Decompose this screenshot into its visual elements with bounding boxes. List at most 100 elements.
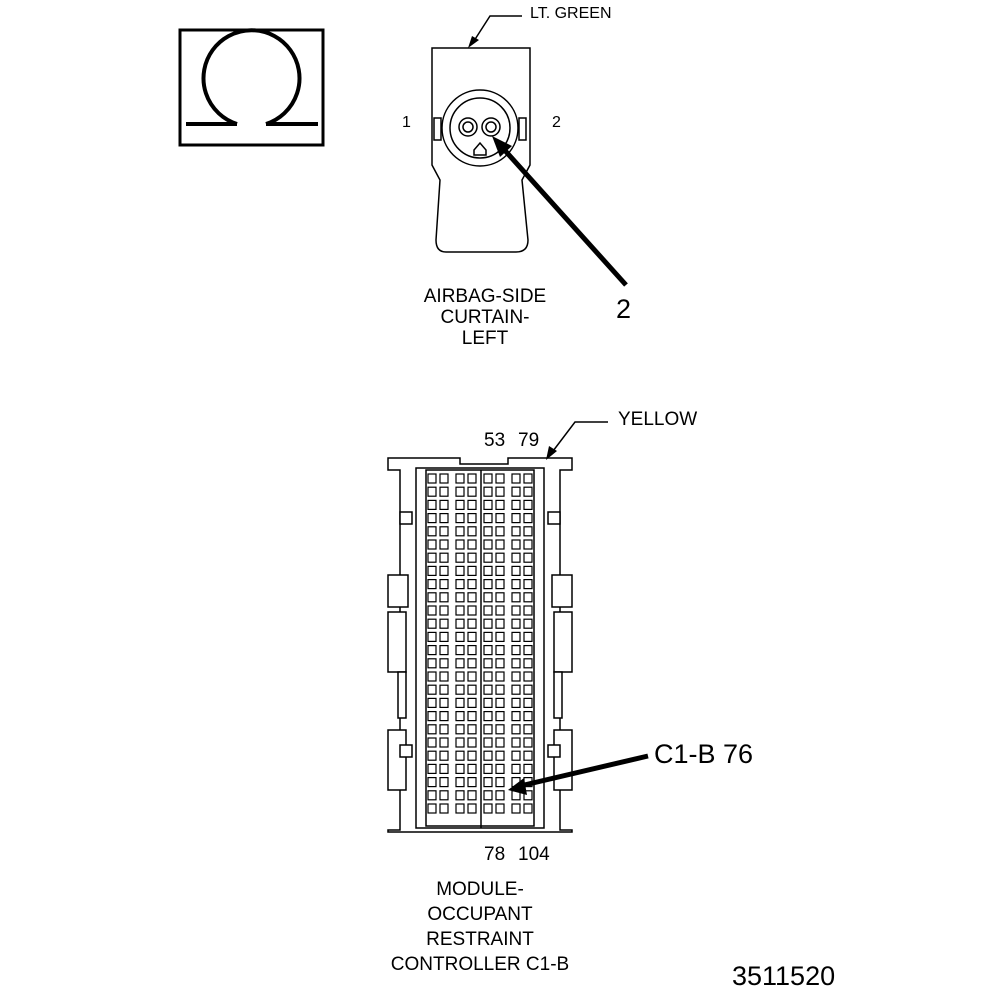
terminal-cavity — [523, 644, 533, 656]
terminal-cavity — [427, 565, 437, 577]
terminal-cavity — [483, 776, 493, 788]
terminal-cavity — [511, 512, 521, 524]
terminal-cavity — [455, 539, 465, 550]
terminal-cavity — [439, 618, 449, 629]
terminal-cavity — [455, 512, 465, 524]
terminal-cavity — [427, 512, 437, 524]
terminal-cavity — [467, 803, 477, 814]
terminal-cavity — [483, 803, 493, 814]
terminal-cavity — [523, 473, 533, 484]
terminal-cavity — [523, 697, 533, 709]
terminal-cavity — [427, 684, 437, 695]
terminal-cavity — [467, 578, 477, 590]
terminal-cavity — [523, 763, 533, 775]
terminal-cavity — [455, 776, 465, 788]
module-bottom-pin-b-label: 104 — [518, 844, 550, 865]
module-wire-color-label: YELLOW — [618, 409, 698, 430]
terminal-cavity — [455, 578, 465, 590]
terminal-cavity — [483, 763, 493, 775]
terminal-cavity — [523, 592, 533, 603]
terminal-cavity — [483, 512, 493, 524]
terminal-cavity — [523, 790, 533, 801]
terminal-cavity — [495, 658, 505, 669]
module-bottom-pin-a-label: 78 — [484, 844, 506, 865]
terminal-cavity — [483, 578, 493, 590]
terminal-cavity — [439, 658, 449, 669]
module-connector-body — [387, 457, 573, 833]
terminal-cavity — [467, 631, 477, 643]
terminal-cavity — [483, 737, 493, 748]
terminal-cavity — [467, 592, 477, 603]
terminal-cavity — [427, 486, 437, 497]
terminal-cavity — [427, 605, 437, 616]
terminal-cavity — [455, 750, 465, 761]
terminal-cavity — [523, 486, 533, 497]
terminal-cavity — [511, 737, 521, 748]
terminal-cavity — [495, 737, 505, 748]
terminal-cavity — [427, 697, 437, 709]
terminal-cavity — [439, 552, 449, 563]
terminal-cavity — [511, 539, 521, 550]
terminal-cavity — [495, 750, 505, 761]
terminal-cavity — [455, 631, 465, 643]
terminal-cavity — [511, 724, 521, 735]
terminal-cavity — [483, 710, 493, 722]
terminal-cavity — [439, 803, 449, 814]
terminal-cavity — [523, 565, 533, 577]
terminal-cavity — [511, 750, 521, 761]
terminal-cavity — [511, 499, 521, 510]
terminal-cavity — [483, 750, 493, 761]
terminal-cavity — [523, 750, 533, 761]
terminal-cavity — [511, 658, 521, 669]
terminal-cavity — [427, 658, 437, 669]
terminal-cavity — [467, 526, 477, 537]
terminal-cavity — [439, 737, 449, 748]
terminal-cavity — [511, 671, 521, 682]
terminal-cavity — [523, 512, 533, 524]
terminal-cavity — [483, 790, 493, 801]
terminal-cavity — [483, 565, 493, 577]
terminal-cavity — [455, 697, 465, 709]
terminal-cavity — [467, 684, 477, 695]
terminal-cavity — [439, 790, 449, 801]
terminal-cavity — [439, 684, 449, 695]
terminal-cavity — [455, 499, 465, 510]
terminal-cavity — [439, 671, 449, 682]
terminal-cavity — [511, 552, 521, 563]
terminal-cavity — [439, 512, 449, 524]
module-name-line-1: MODULE- — [436, 879, 524, 900]
terminal-cavity — [523, 658, 533, 669]
yellow-leader — [546, 421, 608, 460]
terminal-cavity — [439, 763, 449, 775]
airbag-pin-2-label: 2 — [552, 114, 561, 131]
terminal-cavity — [455, 790, 465, 801]
terminal-cavity — [523, 684, 533, 695]
terminal-cavity — [427, 552, 437, 563]
terminal-cavity — [467, 473, 477, 484]
terminal-cavity — [495, 763, 505, 775]
module-name-line-2: OCCUPANT — [427, 904, 533, 925]
terminal-cavity — [483, 526, 493, 537]
pin-76-callout-arrow — [508, 753, 649, 795]
terminal-cavity — [467, 658, 477, 669]
terminal-cavity — [511, 526, 521, 537]
terminal-cavity — [427, 592, 437, 603]
terminal-cavity — [455, 605, 465, 616]
airbag-callout-label: 2 — [616, 294, 632, 324]
figure-number: 3511520 — [732, 961, 836, 991]
terminal-cavity — [511, 710, 521, 722]
terminal-cavity — [483, 684, 493, 695]
terminal-cavity-grid — [427, 473, 533, 814]
terminal-cavity — [495, 605, 505, 616]
terminal-cavity — [455, 737, 465, 748]
terminal-cavity — [467, 697, 477, 709]
terminal-cavity — [427, 499, 437, 510]
terminal-cavity — [439, 526, 449, 537]
terminal-cavity — [467, 565, 477, 577]
module-top-pin-a-label: 53 — [484, 430, 506, 451]
terminal-cavity — [511, 684, 521, 695]
terminal-cavity — [455, 526, 465, 537]
terminal-cavity — [427, 803, 437, 814]
airbag-pin-1-label: 1 — [402, 114, 411, 131]
terminal-cavity — [439, 697, 449, 709]
